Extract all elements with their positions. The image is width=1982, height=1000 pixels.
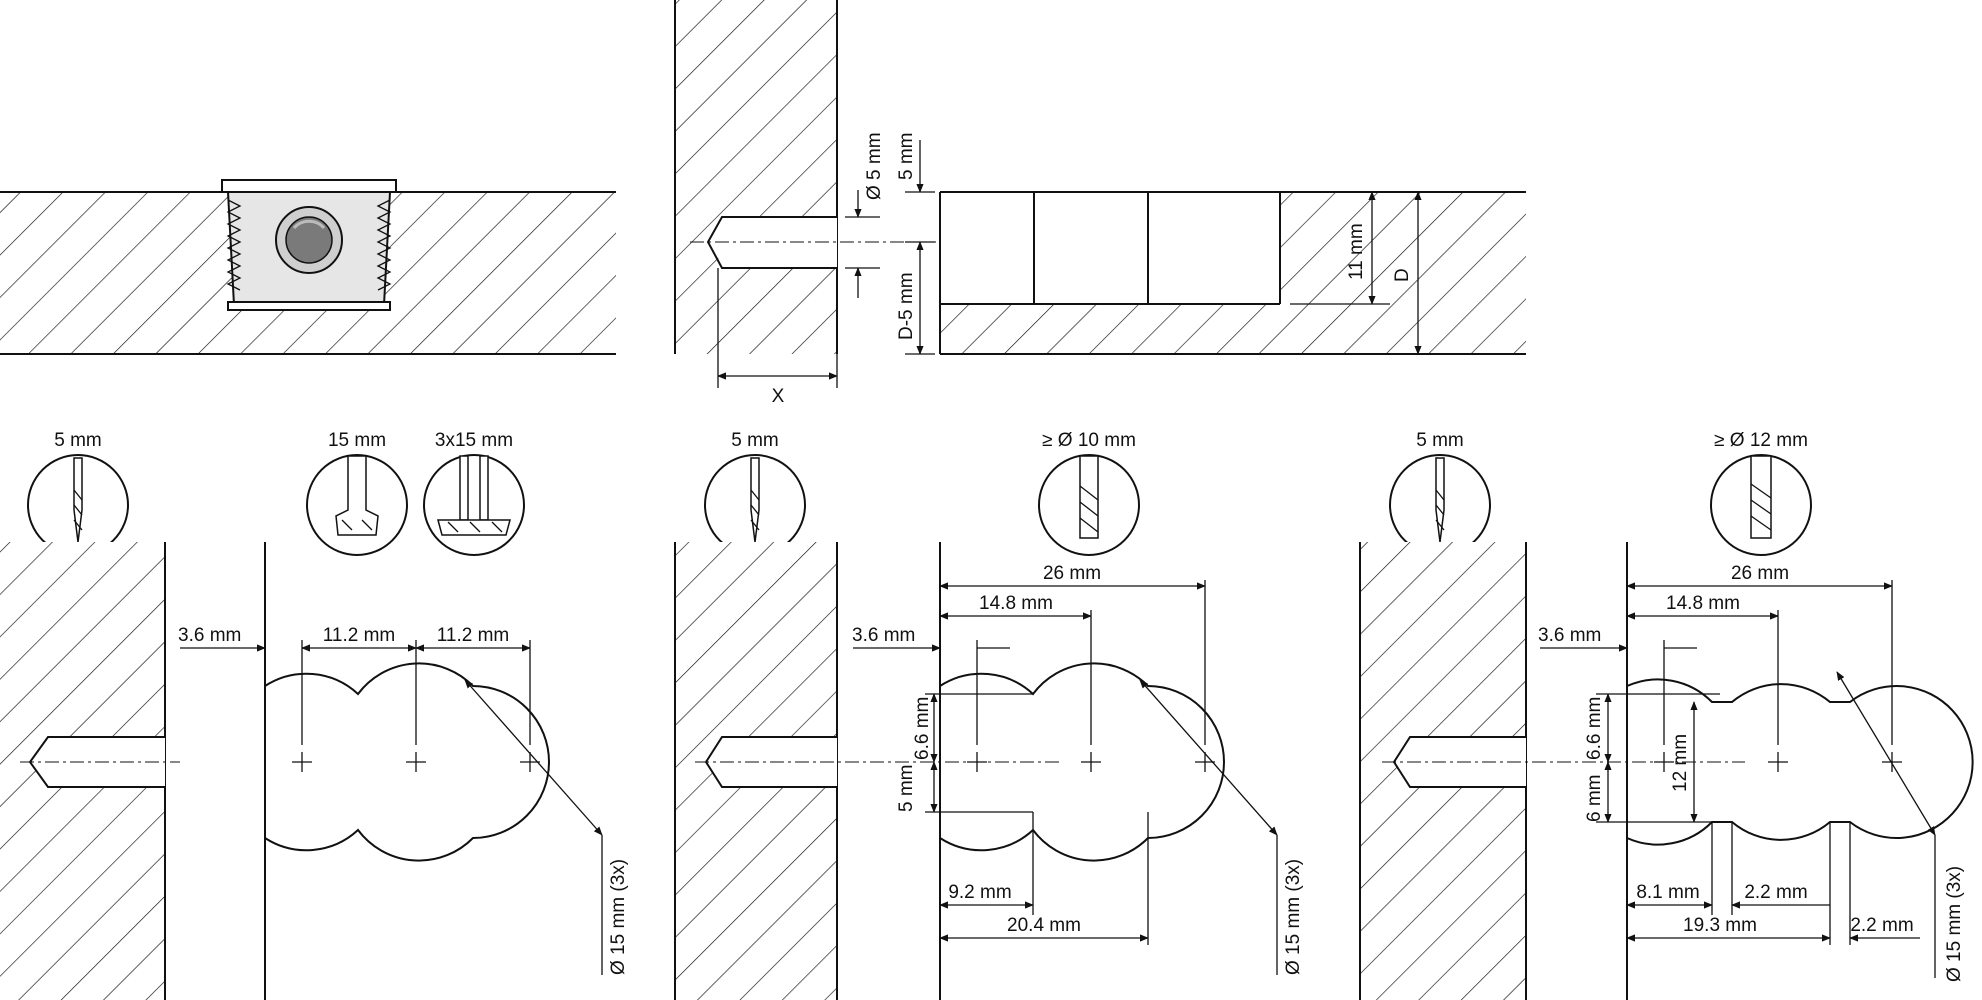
p3-height: 12 mm	[1670, 734, 1691, 792]
vertical-panel-top	[675, 0, 837, 354]
tool-label-2: 15 mm	[328, 430, 386, 451]
p3-w4: 2.2 mm	[1850, 915, 1913, 936]
p3-mid: 14.8 mm	[1666, 593, 1740, 614]
cam-center	[285, 216, 333, 264]
dim-five-label: 5 mm	[896, 133, 917, 181]
dim-d5-label: Ø 5 mm	[864, 132, 885, 200]
layout-panel-3: 26 mm 14.8 mm 3.6 mm 6.6 mm 6 mm 12 mm 8…	[1359, 542, 1974, 1000]
dim-x-label: X	[772, 386, 785, 407]
p2-offset: 3.6 mm	[852, 625, 915, 646]
tool-label-7: ≥ Ø 12 mm	[1714, 430, 1808, 451]
p3-w3: 19.3 mm	[1683, 915, 1757, 936]
p3-diameter: Ø 15 mm (3x)	[1944, 866, 1965, 982]
p3-offset: 3.6 mm	[1538, 625, 1601, 646]
p3-w1: 8.1 mm	[1636, 882, 1699, 903]
tool-label-1: 5 mm	[54, 430, 102, 451]
p2-h-down: 5 mm	[896, 765, 917, 813]
p2-mid: 14.8 mm	[979, 593, 1053, 614]
p1-pitch-a: 11.2 mm	[323, 625, 396, 646]
dim-D-label: D	[1392, 268, 1413, 282]
p2-h-up: 6.6 mm	[912, 697, 933, 760]
triple-bit-icon	[423, 454, 525, 556]
p3-h-down: 6 mm	[1584, 775, 1605, 823]
dim-eleven-label: 11 mm	[1346, 223, 1367, 280]
top-left-section	[0, 179, 616, 355]
layout-panel-1: 3.6 mm 11.2 mm 11.2 mm Ø 15 mm (3x)	[0, 542, 629, 1000]
tool-label-4: 5 mm	[731, 430, 779, 451]
p3-total: 26 mm	[1731, 563, 1789, 584]
tool-label-6: 5 mm	[1416, 430, 1464, 451]
p1-diameter: Ø 15 mm (3x)	[608, 859, 629, 975]
p1-pitch-b: 11.2 mm	[437, 625, 510, 646]
p2-total: 26 mm	[1043, 563, 1101, 584]
top-right-section: X Ø 5 mm 5 mm D-5 mm 11 mm D	[674, 0, 1526, 407]
p3-w2: 2.2 mm	[1744, 882, 1807, 903]
dim-d-minus-5-label: D-5 mm	[896, 272, 917, 340]
p2-w1: 9.2 mm	[948, 882, 1011, 903]
tool-label-5: ≥ Ø 10 mm	[1042, 430, 1136, 451]
p1-offset: 3.6 mm	[178, 625, 241, 646]
layout-panel-2: 26 mm 14.8 mm 3.6 mm 6.6 mm 5 mm 9.2 mm …	[674, 542, 1304, 1000]
connector-housing	[221, 179, 397, 311]
p2-diameter: Ø 15 mm (3x)	[1283, 859, 1304, 975]
p2-w2: 20.4 mm	[1007, 915, 1081, 936]
tool-icons: 5 mm 15 mm 3x15 mm 5 mm ≥ Ø 10 mm 5 mm ≥…	[27, 430, 1812, 556]
tool-label-3: 3x15 mm	[435, 430, 513, 451]
p3-h-up: 6.6 mm	[1584, 697, 1605, 760]
